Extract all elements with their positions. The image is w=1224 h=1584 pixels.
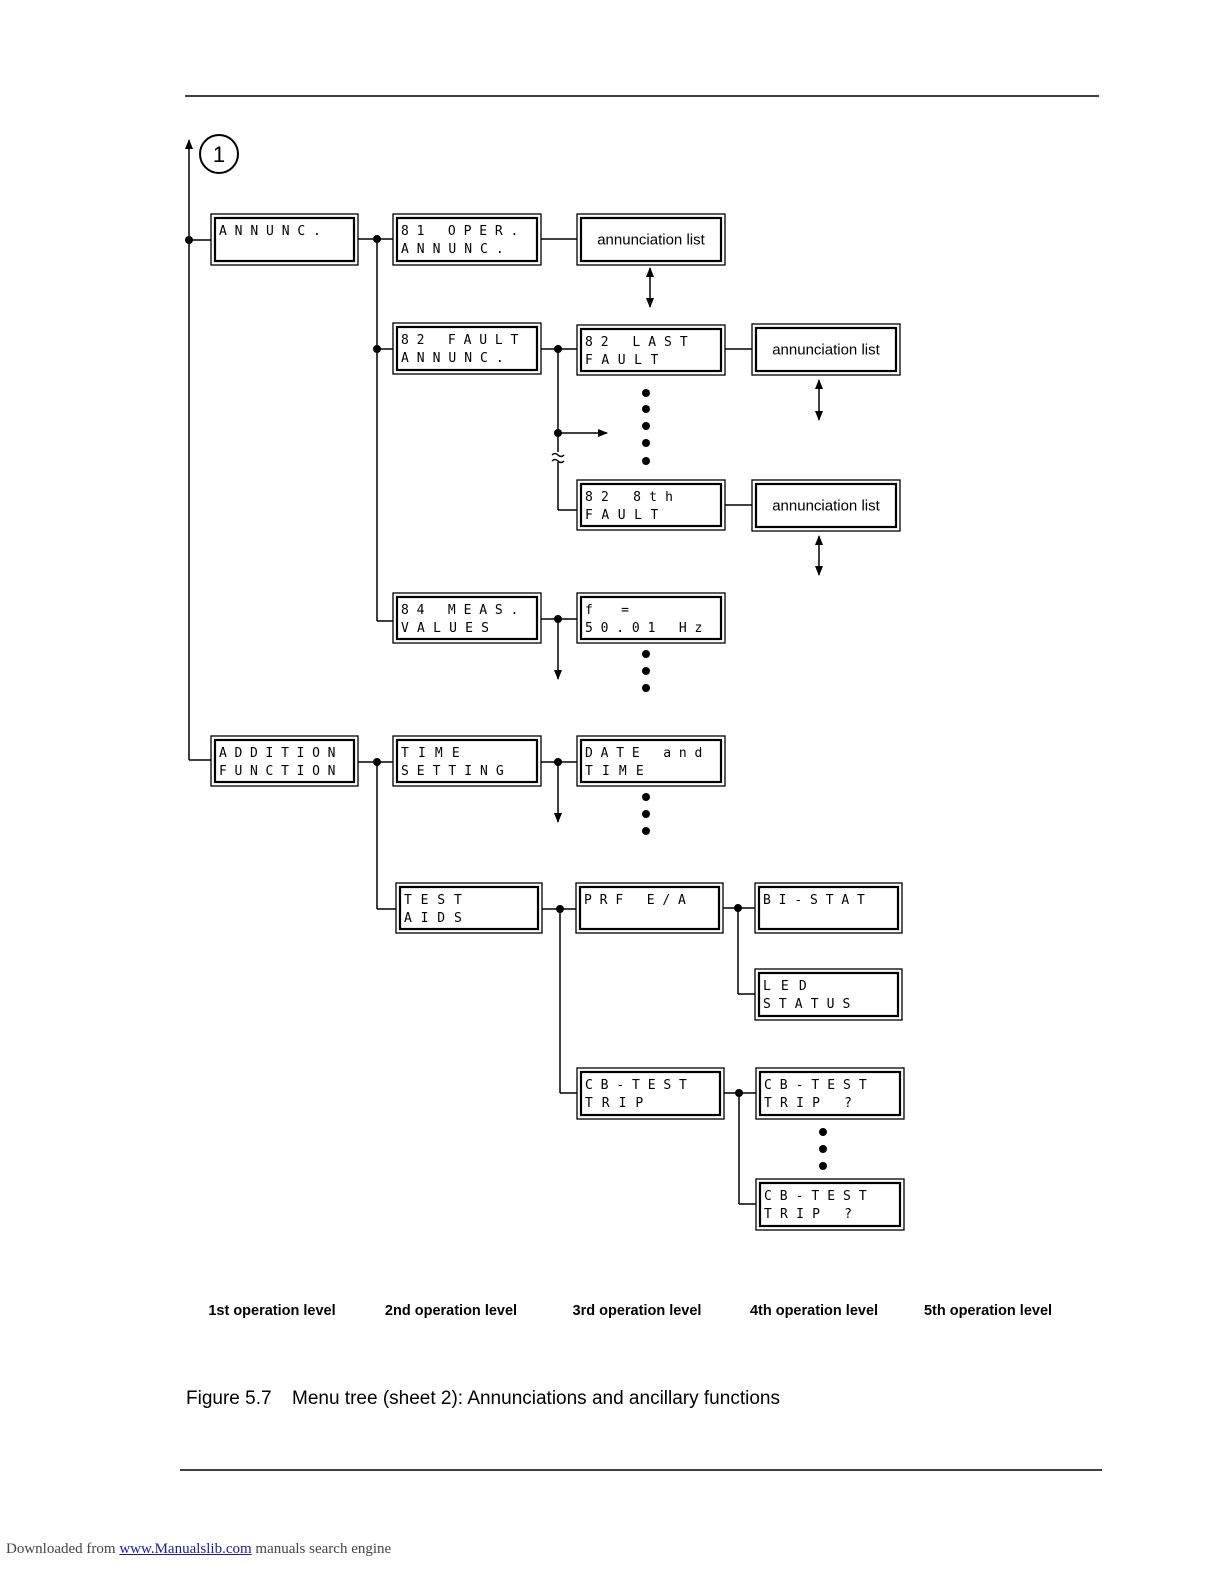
- box-annunciation-list-3: annunciation list: [751, 479, 901, 532]
- box-annunciation-list-3-label: annunciation list: [772, 498, 880, 515]
- figure-caption: Figure 5.7 Menu tree (sheet 2): Annuncia…: [186, 1388, 780, 1409]
- box-eighth-fault-line-2: FAULT: [585, 508, 659, 523]
- figure-number: Figure 5.7: [186, 1388, 272, 1409]
- box-annunc: ANNUNC.: [210, 213, 359, 266]
- box-annunciation-list-1-label: annunciation list: [597, 232, 705, 249]
- box-annunciation-list-2-label: annunciation list: [772, 342, 880, 359]
- connector-marker: 1: [199, 134, 239, 174]
- box-meas-values: 84 MEAS.VALUES: [392, 592, 542, 644]
- menu-boxes: ANNUNC. 81 OPER.ANNUNC. annunciation list 8…: [210, 213, 905, 1231]
- figure-title: Menu tree (sheet 2): Annunciations and a…: [292, 1388, 780, 1409]
- level-4-label: 4th operation level: [750, 1303, 878, 1319]
- level-5-label: 5th operation level: [924, 1303, 1052, 1319]
- footer-prefix: Downloaded from: [6, 1541, 116, 1557]
- download-footer: Downloaded from www.Manualslib.com manua…: [6, 1541, 391, 1558]
- level-1-label: 1st operation level: [208, 1303, 335, 1319]
- box-prf-ea: PRF E/A: [575, 882, 724, 934]
- box-bi-stat: BI-STAT: [754, 882, 903, 934]
- junction-dots: [185, 235, 743, 1097]
- level-3-label: 3rd operation level: [573, 1303, 702, 1319]
- box-annunciation-list-1: annunciation list: [576, 213, 726, 266]
- footer-suffix: manuals search engine: [255, 1541, 392, 1557]
- box-oper-annunc: 81 OPER.ANNUNC.: [392, 213, 542, 266]
- box-last-fault-line-2: FAULT: [585, 353, 659, 368]
- level-2-label: 2nd operation level: [385, 1303, 517, 1319]
- box-frequency: f =50.01 Hz: [576, 592, 726, 644]
- box-frequency-line-1: f =: [585, 603, 629, 618]
- connector-marker-label: 1: [213, 142, 225, 167]
- connectors: [185, 139, 823, 1205]
- ellipsis-dots: [642, 389, 827, 1170]
- operation-levels: 1st operation level 2nd operation level …: [208, 1303, 1052, 1319]
- box-led-status-line-1: LED: [763, 979, 807, 994]
- manualslib-link[interactable]: www.Manualslib.com: [119, 1541, 252, 1557]
- box-annunciation-list-2: annunciation list: [751, 323, 901, 376]
